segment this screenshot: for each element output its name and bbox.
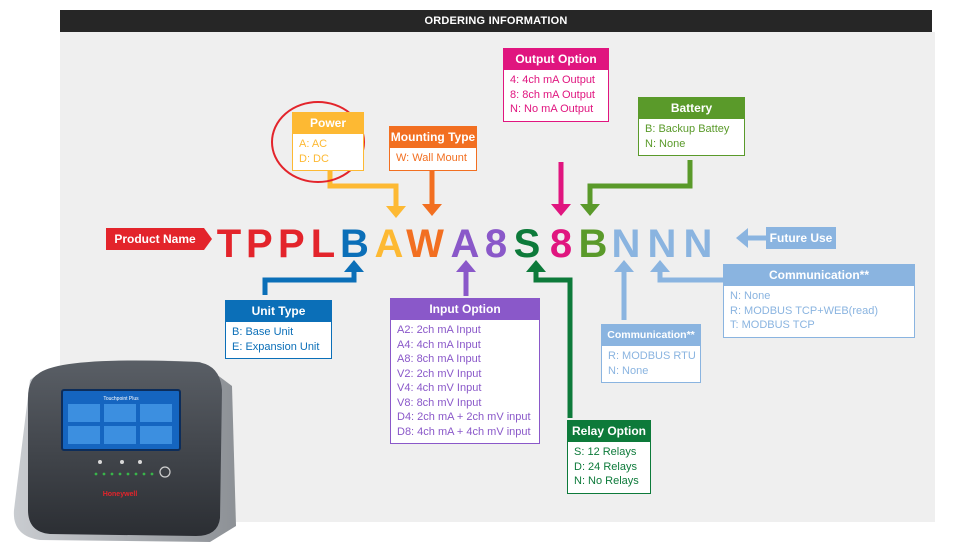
option-item: N: No Relays: [574, 475, 639, 487]
touchpoint-plus-device-image: Touchpoint Plus Honeywell: [13, 360, 236, 542]
device-screen-title: Touchpoint Plus: [103, 396, 139, 402]
unit-type-title: Unit Type: [226, 301, 331, 322]
relay-option-title: Relay Option: [568, 421, 650, 442]
device-brand-logo: Honeywell: [103, 491, 138, 498]
output-option-title: Output Option: [504, 49, 608, 70]
code-char: A: [450, 222, 480, 266]
option-item: 4: 4ch mA Output: [510, 74, 595, 86]
code-char: B: [578, 222, 608, 266]
option-item: N: None: [645, 137, 686, 150]
code-char: 8: [484, 222, 508, 266]
input-option-title: Input Option: [391, 299, 539, 320]
option-item: V8: 8ch mV Input: [397, 396, 482, 409]
unit-type-box: Unit Type B: Base Unit E: Expansion Unit: [225, 300, 332, 359]
option-item: D: DC: [299, 152, 329, 165]
option-item: N: None: [608, 364, 649, 377]
option-item: A2: 2ch mA Input: [397, 324, 481, 336]
option-item: T: MODBUS TCP: [730, 319, 815, 331]
future-use-tag: Future Use: [766, 227, 836, 249]
option-item: D8: 4ch mA + 4ch mV input: [397, 425, 531, 438]
product-name-tag: Product Name: [106, 228, 204, 250]
code-char: S: [513, 222, 541, 266]
code-char: B: [340, 222, 369, 266]
option-item: V2: 2ch mV Input: [397, 367, 482, 380]
communication-title: Communication**: [724, 265, 914, 286]
ordering-information-banner: ORDERING INFORMATION: [60, 10, 932, 32]
code-char: N: [647, 222, 677, 266]
option-item: S: 12 Relays: [574, 446, 637, 458]
highlight-circle: [271, 101, 365, 183]
code-char: L: [310, 222, 336, 266]
communication-tcp-box: Communication** N: None R: MODBUS TCP+WE…: [723, 264, 915, 338]
power-box: Power A: AC D: DC: [292, 112, 364, 171]
option-item: 8: 8ch mA Output: [510, 88, 595, 101]
option-item: E: Expansion Unit: [232, 340, 320, 353]
option-item: A4: 4ch mA Input: [397, 338, 481, 351]
option-item: D: 24 Relays: [574, 460, 637, 473]
mounting-type-title: Mounting Type: [390, 127, 476, 148]
code-char: 8: [549, 222, 573, 266]
communication-rtu-box: Communication** R: MODBUS RTU N: None: [601, 324, 701, 383]
code-char: W: [406, 222, 444, 266]
communication-title: Communication**: [602, 325, 700, 346]
option-item: V4: 4ch mV Input: [397, 382, 482, 394]
option-item: A: AC: [299, 138, 328, 150]
code-char: N: [611, 222, 641, 266]
option-item: R: MODBUS RTU: [608, 350, 696, 362]
input-option-box: Input Option A2: 2ch mA Input A4: 4ch mA…: [390, 298, 540, 444]
option-item: N: No mA Output: [510, 103, 594, 115]
option-item: A8: 8ch mA Input: [397, 353, 481, 365]
option-item: W: Wall Mount: [396, 152, 467, 164]
power-title: Power: [293, 113, 363, 134]
code-char: A: [374, 222, 404, 266]
code-char: P: [278, 222, 305, 266]
option-item: R: MODBUS TCP+WEB(read): [730, 304, 879, 317]
relay-option-box: Relay Option S: 12 Relays D: 24 Relays N…: [567, 420, 651, 494]
option-item: B: Backup Battey: [645, 123, 730, 135]
battery-box: Battery B: Backup Battey N: None: [638, 97, 745, 156]
option-item: N: None: [730, 290, 771, 302]
code-char: P: [246, 222, 273, 266]
mounting-type-box: Mounting Type W: Wall Mount: [389, 126, 477, 171]
code-char: T: [216, 222, 242, 266]
option-item: B: Base Unit: [232, 326, 294, 338]
output-option-box: Output Option 4: 4ch mA Output 8: 8ch mA…: [503, 48, 609, 122]
battery-title: Battery: [639, 98, 744, 119]
code-char: N: [683, 222, 713, 266]
option-item: D4: 2ch mA + 2ch mV input: [397, 411, 531, 423]
